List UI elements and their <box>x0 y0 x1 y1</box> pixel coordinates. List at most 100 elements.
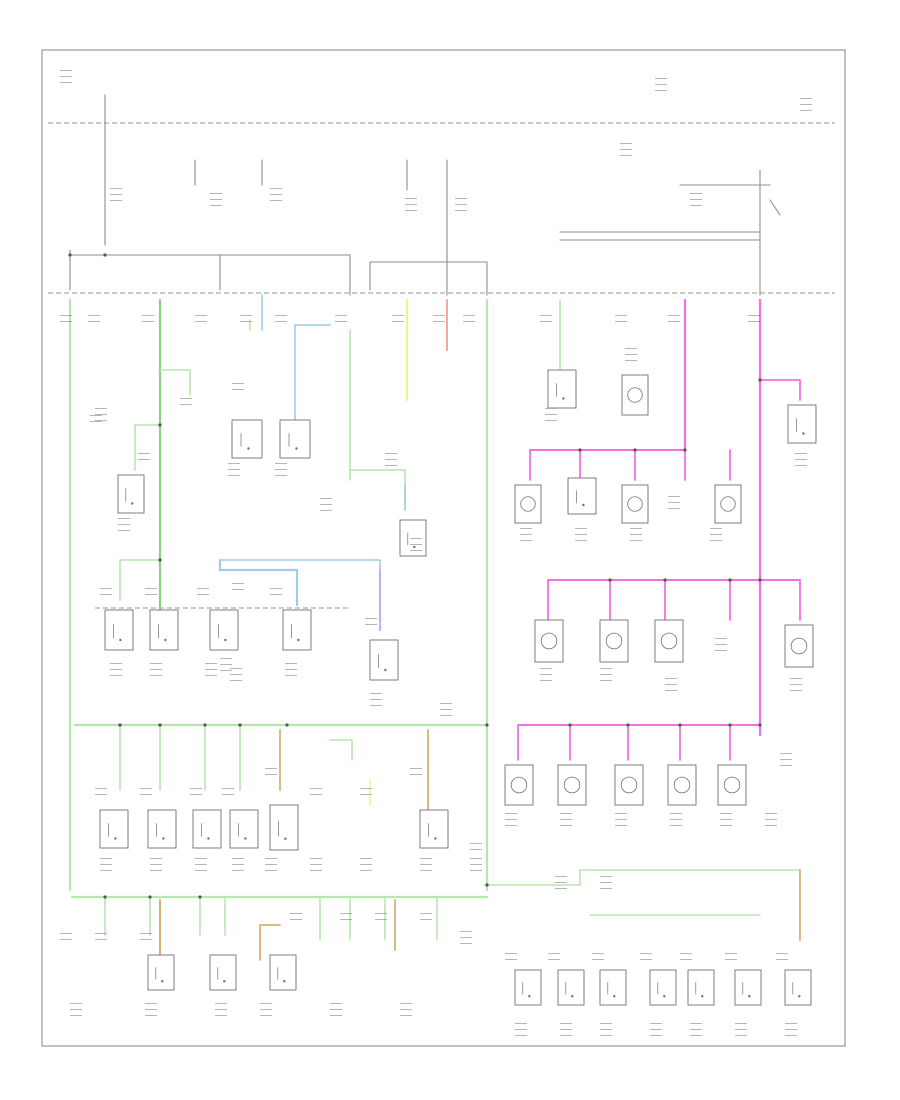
caption-line: ──── <box>784 1021 798 1027</box>
caption-line: ──── <box>409 766 423 772</box>
caption-line: ──── <box>459 941 473 947</box>
component-caption: ──────── <box>269 586 283 598</box>
caption-line: ──── <box>194 313 208 319</box>
caption-line: ──── <box>709 532 723 538</box>
component-caption: ──────────── <box>117 516 131 534</box>
caption-line: ──── <box>779 751 793 757</box>
tan-b <box>259 924 281 961</box>
component-caption: ──────────── <box>624 346 638 364</box>
component-caption: ──────── <box>614 313 628 325</box>
caption-line: ──── <box>274 319 288 325</box>
lamp-bulb-icon <box>510 776 528 794</box>
component-caption: ──────────── <box>669 811 683 829</box>
caption-line: ──── <box>574 538 588 544</box>
component-caption: ──────── <box>59 931 73 943</box>
component-caption: ──────────── <box>309 856 323 874</box>
caption-line: ──── <box>462 319 476 325</box>
caption-line: ──── <box>619 153 633 159</box>
splice-dot <box>626 723 630 727</box>
component-box-12 <box>99 809 129 849</box>
caption-line: ──── <box>719 811 733 817</box>
component-caption: ──────────── <box>779 751 793 769</box>
caption-line: ──── <box>714 642 728 648</box>
caption-line: ──── <box>309 862 323 868</box>
component-caption: ──────── <box>504 951 518 963</box>
caption-line: ──── <box>559 823 573 829</box>
caption-line: ──── <box>689 1021 703 1027</box>
caption-line: ──── <box>179 402 193 408</box>
component-layer <box>68 253 817 1006</box>
caption-line: ──── <box>669 811 683 817</box>
bus-mid <box>369 261 488 296</box>
caption-line: ──── <box>554 874 568 880</box>
component-caption: ──────────── <box>574 526 588 544</box>
caption-line: ──── <box>94 937 108 943</box>
splice-dot <box>678 723 682 727</box>
caption-line: ──── <box>196 592 210 598</box>
component-caption: ──────────── <box>689 191 703 209</box>
caption-line: ──── <box>689 197 703 203</box>
caption-line: ──── <box>69 1007 83 1013</box>
caption-line: ──── <box>724 957 738 963</box>
caption-line: ──── <box>329 1001 343 1007</box>
caption-line: ──── <box>669 817 683 823</box>
ground-dot <box>663 995 666 998</box>
caption-line: ──── <box>69 1013 83 1019</box>
caption-line: ──── <box>649 1027 663 1033</box>
caption-line: ──── <box>284 667 298 673</box>
caption-line: ──── <box>214 1007 228 1013</box>
caption-line: ──── <box>109 198 123 204</box>
lamp-10 <box>614 764 644 806</box>
lamp-9 <box>557 764 587 806</box>
lamp-5 <box>599 619 629 663</box>
caption-line: ──── <box>309 868 323 874</box>
caption-line: ──── <box>189 786 203 792</box>
caption-line: ──── <box>87 319 101 325</box>
component-caption: ──────────── <box>599 1021 613 1039</box>
component-box-22 <box>557 969 585 1006</box>
caption-line: ──── <box>649 1033 663 1039</box>
caption-line: ──── <box>391 313 405 319</box>
splice-dot <box>728 723 732 727</box>
component-caption: ──────────── <box>629 526 643 544</box>
splice-dot <box>728 578 732 582</box>
caption-line: ──── <box>339 917 353 923</box>
component-box-1 <box>231 419 263 459</box>
caption-line: ──── <box>149 673 163 679</box>
component-caption: ──────── <box>419 911 433 923</box>
caption-line: ──── <box>654 76 668 82</box>
splice-dot <box>285 723 289 727</box>
component-caption: ──────── <box>89 413 103 425</box>
caption-line: ──── <box>144 1001 158 1007</box>
lamp-bulb-icon <box>627 387 643 403</box>
caption-line: ──── <box>639 957 653 963</box>
caption-line: ──── <box>99 856 113 862</box>
component-caption: ──────────── <box>764 811 778 829</box>
caption-line: ──── <box>59 931 73 937</box>
component-caption: ──────────── <box>399 1001 413 1019</box>
caption-line: ──── <box>789 688 803 694</box>
component-caption: ──────── <box>539 313 553 325</box>
caption-line: ──── <box>469 868 483 874</box>
caption-line: ──── <box>369 691 383 697</box>
lamp-2 <box>621 484 649 524</box>
component-caption: ──────── <box>231 581 245 593</box>
component-caption: ──────── <box>94 786 108 798</box>
caption-line: ──── <box>764 817 778 823</box>
component-caption: ──────────── <box>459 929 473 947</box>
caption-line: ──── <box>149 868 163 874</box>
caption-line: ──── <box>117 528 131 534</box>
green-small-a <box>329 739 353 761</box>
ground-dot <box>244 837 247 840</box>
component-box-4 <box>547 369 577 409</box>
ground-dot <box>802 432 805 435</box>
caption-line: ──── <box>439 707 453 713</box>
caption-line: ──── <box>599 678 613 684</box>
caption-line: ──── <box>799 96 813 102</box>
component-caption: ──────────── <box>794 451 808 469</box>
ground-dot <box>119 638 122 642</box>
caption-line: ──── <box>764 823 778 829</box>
component-caption: ──────────── <box>554 874 568 892</box>
caption-line: ──── <box>264 766 278 772</box>
